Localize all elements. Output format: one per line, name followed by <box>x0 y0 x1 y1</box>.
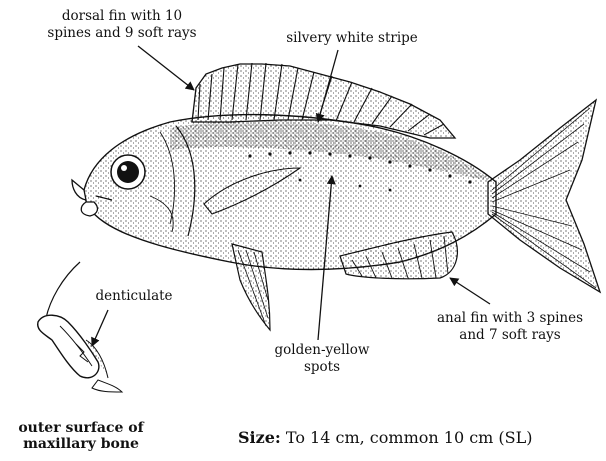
anal-fin-label-line1: anal fin with 3 spines <box>420 310 600 327</box>
size-label: Size: <box>238 428 281 447</box>
size-text: To 14 cm, common 10 cm (SL) <box>281 428 533 447</box>
size-note: Size: To 14 cm, common 10 cm (SL) <box>238 428 533 447</box>
anal-fin-label-line2: and 7 soft rays <box>420 327 600 344</box>
maxillary-caption-line2: maxillary bone <box>6 436 156 452</box>
dorsal-fin-label-line2: spines and 9 soft rays <box>24 25 220 42</box>
dorsal-fin-label-line1: dorsal fin with 10 <box>24 8 220 25</box>
spots-label-line2: spots <box>262 359 382 376</box>
spots-label-line1: golden-yellow <box>262 342 382 359</box>
denticulate-label: denticulate <box>84 288 184 305</box>
maxillary-caption-line1: outer surface of <box>6 420 156 436</box>
eye <box>111 155 145 189</box>
silvery-stripe-label: silvery white stripe <box>272 30 432 47</box>
spots-label: golden-yellow spots <box>262 342 382 376</box>
dorsal-fin-label: dorsal fin with 10 spines and 9 soft ray… <box>24 8 220 42</box>
maxillary-caption: outer surface of maxillary bone <box>6 420 156 452</box>
caudal-fin <box>488 100 600 292</box>
anal-fin-label: anal fin with 3 spines and 7 soft rays <box>420 310 600 344</box>
maxillary-bone-drawing <box>38 262 122 392</box>
